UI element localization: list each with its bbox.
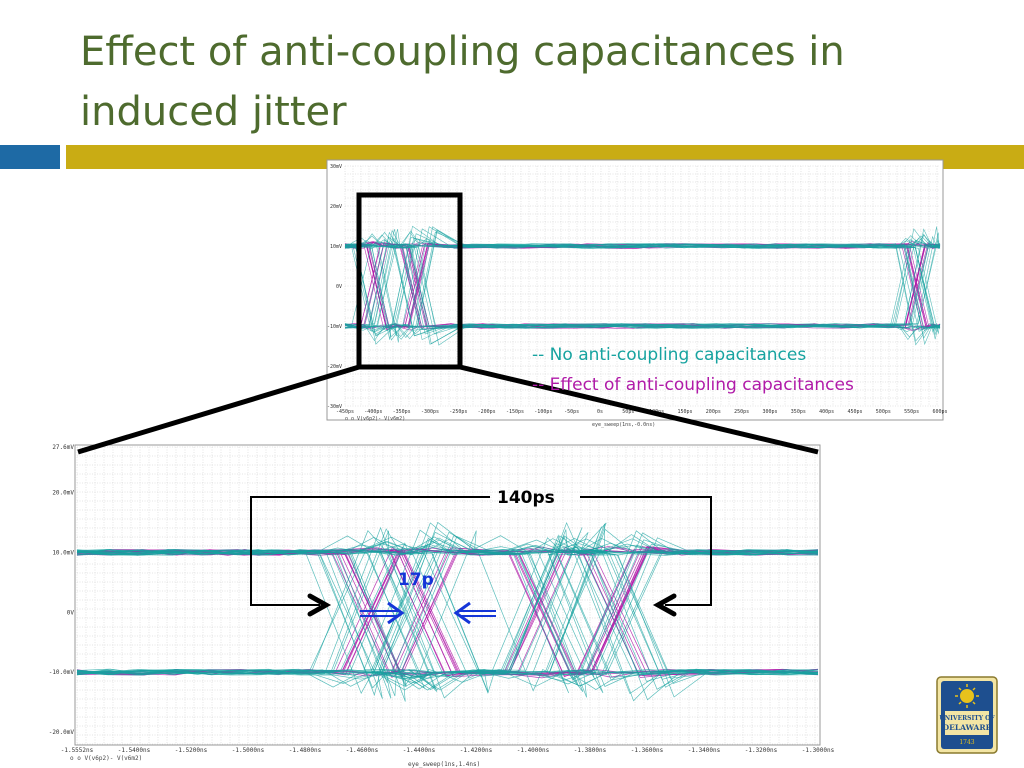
x-tick-label: -400ps: [364, 409, 382, 415]
top-chart-grid: [344, 165, 940, 407]
period-annotation: 140ps: [497, 488, 555, 508]
x-tick-label: 0s: [597, 409, 603, 415]
bottom-chart-trace-legend: o o V(v6p2)- V(v6m2): [70, 755, 142, 762]
x-tick-label: -200ps: [478, 409, 496, 415]
zoom-connector-left: [77, 364, 360, 455]
y-tick-label: 20.0mV: [52, 490, 74, 497]
university-logo: UNIVERSITY OF DELAWARE 1743: [936, 676, 998, 754]
trace-no-anti-coupling: [76, 536, 819, 687]
x-tick-label: 600ps: [932, 409, 947, 415]
zoom-region-box: [356, 192, 463, 370]
x-tick-label: 450ps: [847, 409, 862, 415]
y-tick-label: -20mV: [327, 364, 342, 370]
bottom-chart-y-ticks: 27.6mV 20.0mV 10.0mV 0V -10.0mV -20.0mV: [49, 444, 75, 736]
trace-no-anti-coupling: [344, 231, 941, 341]
trace-no-anti-coupling: [344, 225, 941, 340]
top-chart-trace-legend: o o V(v6p2)- V(v6m2): [345, 416, 405, 422]
x-tick-label: -1.4600ns: [346, 747, 379, 754]
period-bracket-arrowheads: [307, 593, 677, 617]
x-tick-label: -1.3000ns: [802, 747, 835, 754]
logo-line2: DELAWARE: [943, 723, 992, 732]
x-tick-label: 250ps: [734, 409, 749, 415]
bottom-chart-x-label: eye_sweep(1ns,1.4ns): [408, 761, 480, 768]
top-chart-y-ticks: 30mV 20mV 10mV 0V -10mV -20mV -30mV: [327, 164, 342, 410]
delta-arrows: [360, 601, 496, 625]
y-tick-label: -20.0mV: [49, 729, 75, 736]
y-tick-label: 20mV: [330, 204, 342, 210]
x-tick-label: -1.3200ns: [745, 747, 778, 754]
x-tick-label: 350ps: [791, 409, 806, 415]
bottom-chart-frame: [74, 444, 821, 746]
x-tick-label: -1.4200ns: [460, 747, 493, 754]
trace-no-anti-coupling: [344, 229, 941, 330]
x-tick-label: -50ps: [564, 409, 579, 415]
x-tick-label: -1.5200ns: [175, 747, 208, 754]
x-tick-label: -1.5000ns: [232, 747, 265, 754]
y-tick-label: 10mV: [330, 244, 342, 250]
x-tick-label: -1.3800ns: [574, 747, 607, 754]
x-tick-label: -1.3600ns: [631, 747, 664, 754]
x-tick-label: -250ps: [449, 409, 467, 415]
x-tick-label: 500ps: [876, 409, 891, 415]
y-tick-label: 0V: [67, 609, 75, 616]
title-bar-blue: [0, 145, 60, 169]
y-tick-label: -10.0mV: [49, 669, 75, 676]
x-tick-label: -1.4000ns: [517, 747, 550, 754]
bottom-chart-traces: [76, 521, 819, 702]
x-tick-label: 300ps: [762, 409, 777, 415]
y-tick-label: -10mV: [327, 324, 342, 330]
delta-annotation: 17p: [398, 570, 434, 590]
logo-line1: UNIVERSITY OF: [939, 715, 995, 722]
trace-no-anti-coupling: [76, 535, 819, 691]
y-tick-label: 0V: [336, 284, 342, 290]
legend-effect-anti-coupling: -- Effect of anti-coupling capacitances: [532, 375, 854, 395]
x-tick-label: 200ps: [706, 409, 721, 415]
x-tick-label: -100ps: [534, 409, 552, 415]
x-tick-label: -1.4400ns: [403, 747, 436, 754]
top-eye-diagram: 30mV 20mV 10mV 0V -10mV -20mV -30mV -450ps -400…: [326, 159, 948, 428]
x-tick-label: -150ps: [506, 409, 524, 415]
x-tick-label: -300ps: [421, 409, 439, 415]
x-tick-label: -1.3400ns: [688, 747, 721, 754]
x-tick-label: -1.5552ns: [61, 747, 94, 754]
trace-no-anti-coupling: [76, 549, 819, 691]
zoom-connector-right: [459, 364, 819, 455]
y-tick-label: -30mV: [327, 404, 342, 410]
trace-no-anti-coupling: [344, 238, 941, 249]
top-chart-frame: [326, 159, 944, 421]
y-tick-label: 30mV: [330, 164, 342, 170]
bottom-eye-diagram-zoom: 27.6mV 20.0mV 10.0mV 0V -10.0mV -20.0mV -1.55…: [49, 444, 835, 768]
logo-year: 1743: [959, 739, 974, 746]
top-chart-traces: [344, 225, 941, 346]
x-tick-label: 400ps: [819, 409, 834, 415]
slide-title: Effect of anti-coupling capacitances in …: [80, 29, 845, 135]
bottom-chart-grid: [76, 446, 818, 745]
x-tick-label: -350ps: [393, 409, 411, 415]
x-tick-label: -450ps: [336, 409, 354, 415]
x-tick-label: -1.4800ns: [289, 747, 322, 754]
x-tick-label: 550ps: [904, 409, 919, 415]
x-tick-label: 150ps: [677, 409, 692, 415]
y-tick-label: 10.0mV: [52, 549, 74, 556]
x-tick-label: 50ps: [622, 409, 634, 415]
trace-no-anti-coupling: [76, 543, 819, 690]
bottom-chart-x-ticks: -1.5552ns -1.5400ns -1.5200ns -1.5000ns -1.4…: [61, 747, 835, 754]
trace-no-anti-coupling: [76, 537, 819, 679]
y-tick-label: 27.6mV: [52, 444, 74, 451]
legend-no-anti-coupling: -- No anti-coupling capacitances: [532, 345, 807, 365]
period-bracket: [250, 496, 712, 606]
top-chart-x-label: eye_sweep(1ns,-0.0ns): [592, 422, 655, 428]
x-tick-label: -1.5400ns: [118, 747, 151, 754]
trace-no-anti-coupling: [76, 528, 819, 698]
top-chart-x-ticks: -450ps -400ps -350ps -300ps -250ps -200ps -150…: [336, 409, 948, 415]
